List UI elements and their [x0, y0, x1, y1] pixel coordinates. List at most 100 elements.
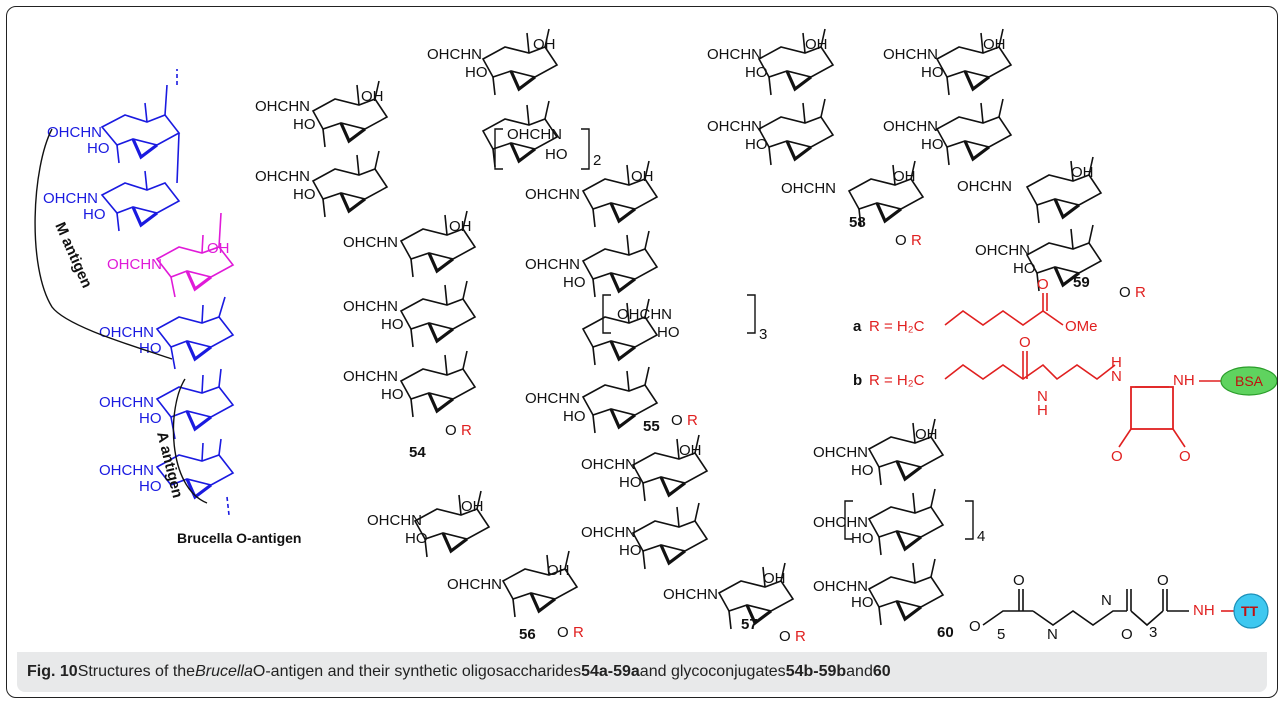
60-ohchn-3: OHCHN — [813, 578, 868, 595]
59-ohchn-1: OHCHN — [883, 46, 938, 63]
56-ho-1: HO — [405, 530, 428, 547]
compound-59: OHCHN HO OH OHCHN HO OHCHN OH OHCHN HO O… — [883, 27, 1146, 301]
label-ohchn-1: OHCHN — [47, 124, 102, 141]
label-ho-5: HO — [139, 478, 162, 495]
compound-60: OHCHN HO OH OHCHN HO 4 OHCHN HO 60 O 5 O… — [813, 417, 1269, 643]
55-ohchn-2: OHCHN — [507, 126, 562, 143]
compound-55: OHCHN HO OH OHCHN HO 2 OHCHN OH OHCHN HO… — [427, 27, 767, 435]
60-ho-3: HO — [851, 594, 874, 611]
label-ho-1: HO — [87, 140, 110, 157]
m-antigen-label: M antigen — [51, 220, 95, 291]
caption-bold3: 60 — [872, 663, 891, 680]
57-oh-1: OH — [679, 442, 702, 459]
r-b-n2: N — [1111, 368, 1122, 385]
56-r: R — [573, 624, 584, 641]
r-a-o: O — [1037, 276, 1049, 293]
label-ohchn-m: OHCHN — [107, 256, 162, 273]
compound-label-57: 57 — [741, 616, 758, 633]
60-oh-1: OH — [915, 426, 938, 443]
58-oh-3: OH — [893, 168, 916, 185]
60-ohchn-1: OHCHN — [813, 444, 868, 461]
58-ohchn-1: OHCHN — [707, 46, 762, 63]
caption-italic: Brucella — [195, 663, 253, 680]
r-b-label: R = H₂C — [869, 372, 925, 389]
compound-label-55: 55 — [643, 418, 660, 435]
55-sub2: 2 — [593, 152, 601, 169]
r-b-n: N — [1037, 388, 1048, 405]
label-ho-3: HO — [139, 340, 162, 357]
unit-3 — [155, 296, 235, 370]
r-a-ome: OMe — [1065, 318, 1098, 335]
r-a-label: R = H₂C — [869, 318, 925, 335]
caption-bold2: 54b-59b — [785, 663, 847, 680]
unit-5 — [155, 69, 235, 516]
compound-label-59: 59 — [1073, 274, 1090, 291]
figure-caption: Fig. 10 Structures of the Brucella O-ant… — [17, 652, 1267, 692]
58-oh-1: OH — [805, 36, 828, 53]
57-ohchn-2: OHCHN — [581, 524, 636, 541]
unit-1 — [100, 84, 181, 164]
55-r: R — [687, 412, 698, 429]
60-ho-2: HO — [851, 530, 874, 547]
compound-label-58: 58 — [849, 214, 866, 231]
54-ho-2: HO — [293, 186, 316, 203]
58-ho-2: HO — [745, 136, 768, 153]
56-oh-2: OH — [547, 562, 570, 579]
58-ohchn-2: OHCHN — [707, 118, 762, 135]
58-ho-1: HO — [745, 64, 768, 81]
54-ohchn-4: OHCHN — [343, 298, 398, 315]
label-ho-4: HO — [139, 410, 162, 427]
57-ho-2: HO — [619, 542, 642, 559]
55-ho-1: HO — [465, 64, 488, 81]
55-ohchn-3: OHCHN — [525, 186, 580, 203]
59-ohchn-3: OHCHN — [957, 178, 1012, 195]
59-ho-1: HO — [921, 64, 944, 81]
55-ho-6: HO — [563, 408, 586, 425]
chemical-scheme: OHCHN HO OHCHN HO OHCHN HO OHCHN HO OHCH… — [34, 27, 1277, 643]
56-oh-1: OH — [461, 498, 484, 515]
r-b-h2: H — [1111, 354, 1122, 371]
59-ho-2: HO — [921, 136, 944, 153]
brucella-label: Brucella O-antigen — [177, 530, 301, 546]
label-ohchn-3: OHCHN — [99, 324, 154, 341]
54-o: O — [445, 422, 457, 439]
label-ohchn-2: OHCHN — [43, 190, 98, 207]
55-ohchn-1: OHCHN — [427, 46, 482, 63]
60-sub3: 3 — [1149, 624, 1157, 641]
55-ohchn-4: OHCHN — [525, 256, 580, 273]
bsa-label: BSA — [1235, 373, 1264, 389]
55-ho-2: HO — [545, 146, 568, 163]
60-n1: N — [1047, 626, 1058, 643]
unit-m — [155, 212, 235, 298]
compound-58: OHCHN HO OH OHCHN HO OHCHN OH O R 58 — [707, 27, 925, 249]
55-ohchn-6: OHCHN — [525, 390, 580, 407]
54-ohchn-2: OHCHN — [255, 168, 310, 185]
54-ohchn-5: OHCHN — [343, 368, 398, 385]
54-oh-3: OH — [449, 218, 472, 235]
compound-label-54: 54 — [409, 444, 426, 461]
55-o: O — [671, 412, 683, 429]
55-ohchn-5: OHCHN — [617, 306, 672, 323]
tt-label: TT — [1241, 603, 1259, 619]
r-b-o3: O — [1179, 448, 1191, 465]
60-o4: O — [1157, 572, 1169, 589]
57-o: O — [779, 628, 791, 643]
56-ohchn-1: OHCHN — [367, 512, 422, 529]
57-r: R — [795, 628, 806, 643]
figure-frame: OHCHN HO OHCHN HO OHCHN HO OHCHN HO OHCH… — [6, 6, 1278, 698]
55-oh-3: OH — [631, 168, 654, 185]
55-ho-5: HO — [657, 324, 680, 341]
brucella-o-antigen: OHCHN HO OHCHN HO OHCHN HO OHCHN HO OHCH… — [34, 69, 301, 546]
58-o: O — [895, 232, 907, 249]
60-o: O — [969, 618, 981, 635]
unit-2 — [100, 132, 181, 232]
label-ohchn-4: OHCHN — [99, 394, 154, 411]
caption-part2: O-antigen and their synthetic oligosacch… — [252, 663, 582, 680]
r-b-o2: O — [1111, 448, 1123, 465]
60-sub4: 4 — [977, 528, 985, 545]
57-ohchn-3: OHCHN — [663, 586, 718, 603]
unit-4 — [155, 368, 235, 440]
54-ho-4: HO — [381, 316, 404, 333]
compound-56: OHCHN HO OH OHCHN OH O R 56 — [367, 489, 584, 643]
compound-label-56: 56 — [519, 626, 536, 643]
